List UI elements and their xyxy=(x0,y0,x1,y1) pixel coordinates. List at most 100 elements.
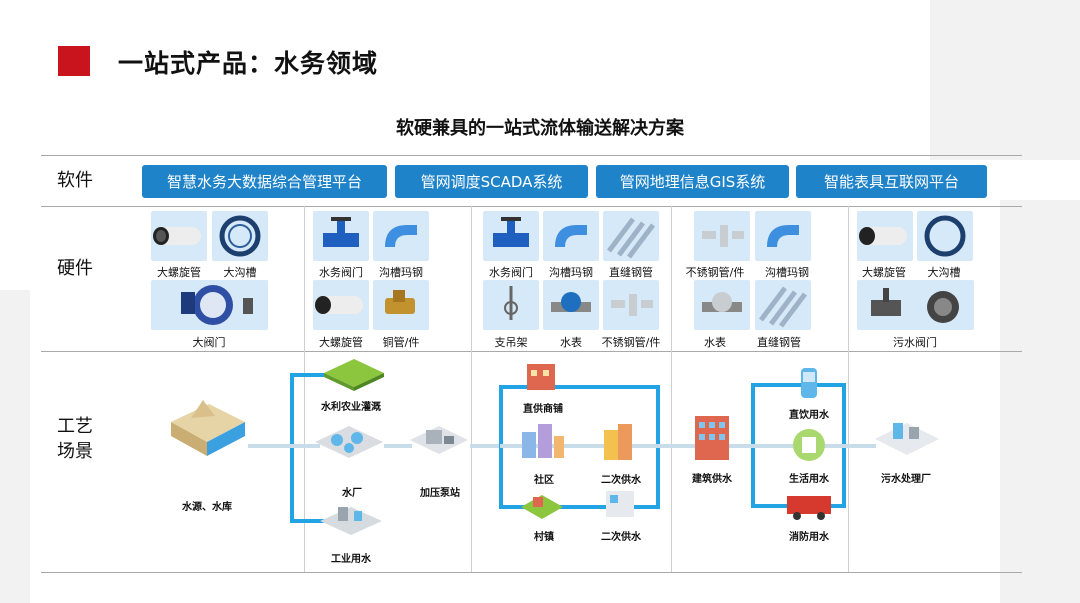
straight-seam-pipe-image xyxy=(603,211,659,261)
water-meter-image xyxy=(543,280,599,330)
hardware-caption: 水表 xyxy=(560,336,582,349)
water-valve-image xyxy=(483,211,539,261)
column-divider xyxy=(671,206,672,572)
community-illustration xyxy=(516,420,568,464)
software-button-bigdata-platform[interactable]: 智慧水务大数据综合管理平台 xyxy=(142,165,387,198)
butterfly-valve-image xyxy=(151,280,268,330)
hardware-caption: 直缝钢管 xyxy=(757,336,801,349)
hardware-caption: 大螺旋管 xyxy=(157,266,201,279)
column-divider xyxy=(471,206,472,572)
hardware-caption: 沟槽玛钢 xyxy=(549,266,593,279)
page-subtitle: 软硬兼具的一站式流体输送解决方案 xyxy=(396,118,684,139)
white-panel xyxy=(30,510,112,586)
hardware-caption: 大阀门 xyxy=(192,336,226,349)
water-meter-image xyxy=(694,280,750,330)
flow-pipe xyxy=(499,505,659,509)
scene-label: 生活用水 xyxy=(789,474,829,485)
row-label-hardware: 硬件 xyxy=(57,258,93,279)
retail-illustration xyxy=(517,358,565,396)
stainless-fitting-image xyxy=(603,280,659,330)
software-button-meter-iot[interactable]: 智能表具互联网平台 xyxy=(796,165,987,198)
divider xyxy=(41,206,1022,207)
flow-pipe xyxy=(751,383,846,387)
column-divider xyxy=(848,206,849,572)
hardware-caption: 大沟槽 xyxy=(223,266,257,279)
hardware-caption: 污水阀门 xyxy=(893,336,937,349)
spiral-pipe-image xyxy=(313,280,369,330)
flow-pipe xyxy=(290,519,324,523)
hardware-caption: 沟槽玛钢 xyxy=(765,266,809,279)
row-label-process: 工艺 场景 xyxy=(57,414,93,464)
water-valve-image xyxy=(313,211,369,261)
irrigation-illustration xyxy=(322,353,386,393)
row-label-process-line2: 场景 xyxy=(57,441,93,462)
scene-label: 二次供水 xyxy=(601,475,641,486)
sewage-valve-image xyxy=(857,280,974,330)
fire-water-illustration xyxy=(783,484,835,524)
software-button-gis[interactable]: 管网地理信息GIS系统 xyxy=(596,165,789,198)
background-decoration xyxy=(0,290,30,603)
page-title: 一站式产品：水务领域 xyxy=(118,49,379,78)
industrial-illustration xyxy=(318,497,384,543)
hardware-caption: 不锈钢管/件 xyxy=(601,336,661,349)
groove-fitting-image xyxy=(755,211,811,261)
scene-label: 消防用水 xyxy=(789,532,829,543)
background-decoration xyxy=(1000,200,1080,603)
hardware-caption: 直缝钢管 xyxy=(609,266,653,279)
hardware-caption: 不锈钢管/件 xyxy=(685,266,745,279)
flow-pipe xyxy=(290,444,320,448)
booster-station-illustration xyxy=(408,418,470,464)
title-accent-marker xyxy=(58,46,90,76)
flow-pipe xyxy=(384,444,412,448)
spiral-pipe-image xyxy=(857,211,913,261)
groove-coupling-image xyxy=(212,211,268,261)
drinking-water-illustration xyxy=(789,364,829,402)
scene-label: 污水处理厂 xyxy=(881,474,931,485)
scene-label: 水厂 xyxy=(342,488,362,499)
row-label-software: 软件 xyxy=(57,170,93,191)
straight-seam-pipe-image xyxy=(755,280,811,330)
water-source-illustration xyxy=(165,392,251,462)
hardware-caption: 铜管/件 xyxy=(382,336,420,349)
divider xyxy=(41,351,1022,352)
flow-pipe xyxy=(500,444,660,448)
scene-label: 加压泵站 xyxy=(420,488,460,499)
scene-label: 直供商铺 xyxy=(523,404,563,415)
waterworks-illustration xyxy=(313,418,385,468)
domestic-water-illustration xyxy=(788,425,830,465)
scene-label: 二次供水 xyxy=(601,532,641,543)
hardware-caption: 水务阀门 xyxy=(319,266,363,279)
divider xyxy=(41,572,1022,573)
building-illustration xyxy=(687,410,739,464)
flow-pipe xyxy=(499,385,659,389)
divider xyxy=(41,155,1022,156)
scene-label: 建筑供水 xyxy=(692,474,732,485)
scene-label: 水利农业灌溉 xyxy=(321,402,381,413)
hardware-caption: 支吊架 xyxy=(494,336,528,349)
hardware-caption: 水表 xyxy=(704,336,726,349)
sewage-plant-illustration xyxy=(873,411,941,463)
scene-label: 社区 xyxy=(534,475,554,486)
secondary-supply-illustration xyxy=(598,420,638,464)
hardware-caption: 沟槽玛钢 xyxy=(379,266,423,279)
groove-fitting-image xyxy=(373,211,429,261)
hardware-caption: 水务阀门 xyxy=(489,266,533,279)
background-decoration xyxy=(930,0,1080,160)
secondary-supply-illustration xyxy=(598,485,642,523)
scene-label: 直饮用水 xyxy=(789,410,829,421)
flow-pipe xyxy=(470,444,500,448)
copper-fitting-image xyxy=(373,280,429,330)
stainless-fitting-image xyxy=(694,211,750,261)
row-label-process-line1: 工艺 xyxy=(57,416,93,437)
flow-pipe xyxy=(248,444,292,448)
software-button-scada[interactable]: 管网调度SCADA系统 xyxy=(395,165,588,198)
spiral-pipe-image xyxy=(151,211,207,261)
village-illustration xyxy=(517,485,567,523)
groove-fitting-image xyxy=(543,211,599,261)
flow-pipe xyxy=(290,373,324,377)
column-divider xyxy=(304,206,305,572)
hardware-caption: 大螺旋管 xyxy=(319,336,363,349)
hardware-caption: 大沟槽 xyxy=(927,266,961,279)
scene-label: 水源、水库 xyxy=(182,502,232,513)
scene-label: 工业用水 xyxy=(331,554,371,565)
